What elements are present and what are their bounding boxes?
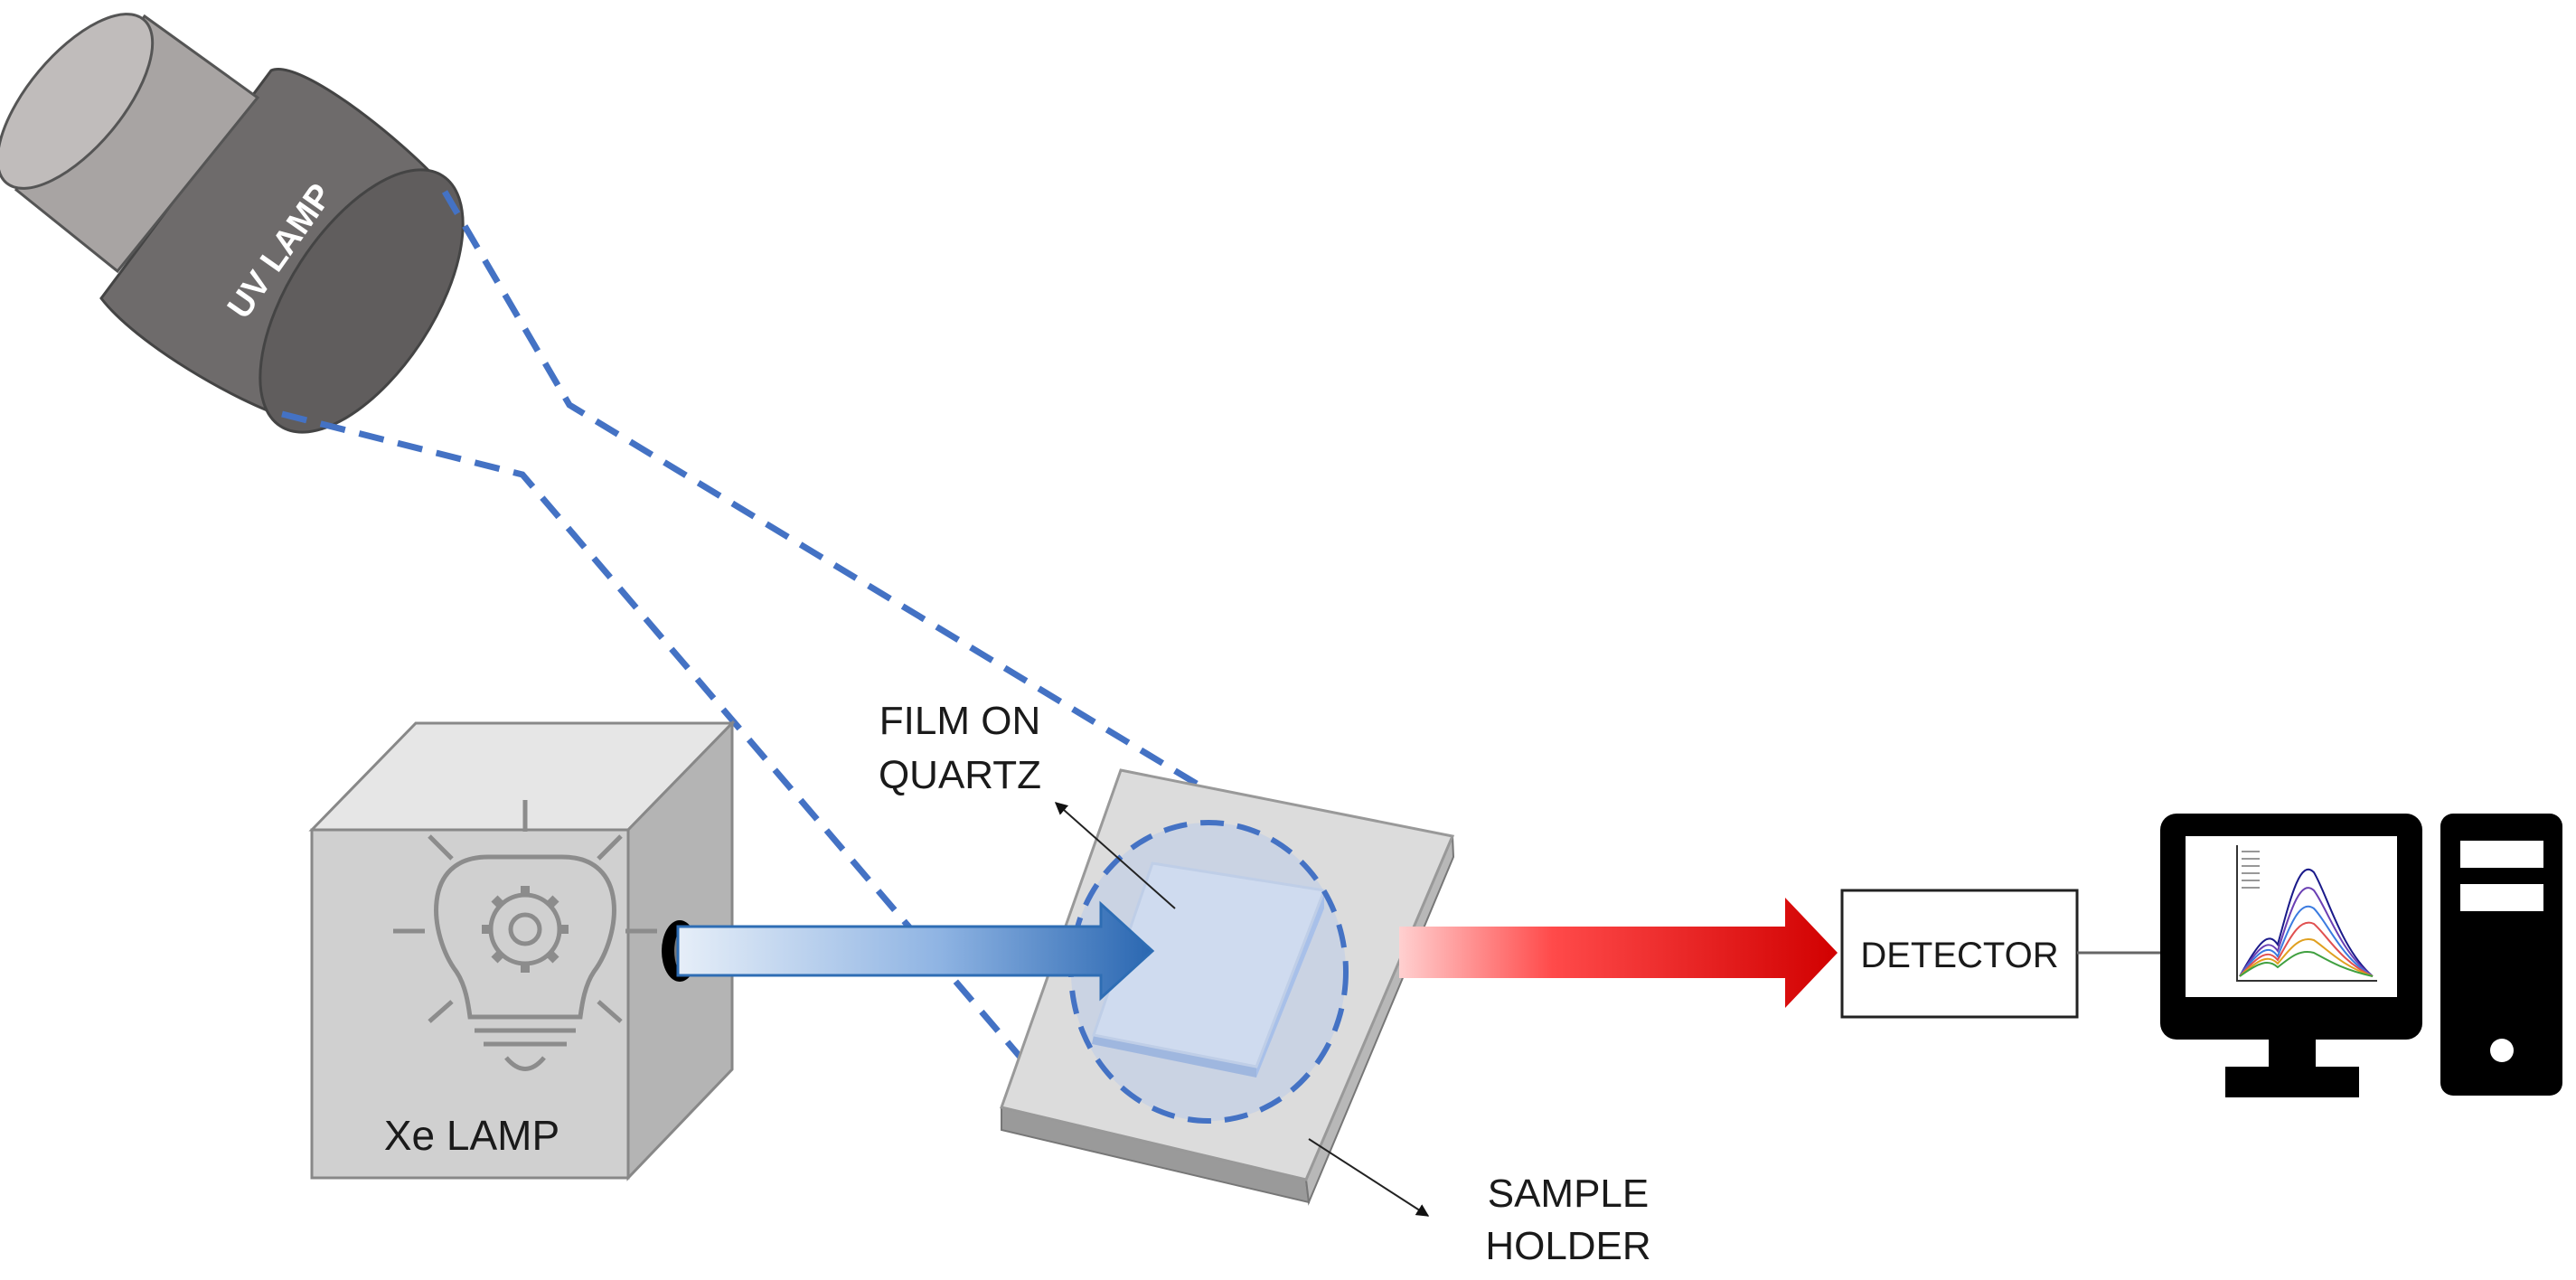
spectrum-plot-icon <box>2236 845 2377 982</box>
film-label-line1: FILM ON <box>879 699 1040 743</box>
xe-lamp-label: Xe LAMP <box>384 1112 559 1159</box>
uv-beam-dashed <box>281 190 1263 1087</box>
uv-lamp: UV LAMP <box>0 13 465 434</box>
film-pointer <box>1054 802 1176 909</box>
detector-label: DETECTOR <box>1860 936 2058 975</box>
emission-arrow <box>1399 898 1838 1008</box>
computer-tower-icon <box>2440 814 2562 1096</box>
film-label: FILM ON QUARTZ <box>879 699 1176 909</box>
holder-label-line1: SAMPLE <box>1488 1172 1650 1216</box>
computer <box>2160 814 2562 1097</box>
film-label-line2: QUARTZ <box>879 753 1041 797</box>
detector: DETECTOR <box>1840 889 2079 1019</box>
excitation-arrow <box>676 900 1155 1002</box>
holder-pointer <box>1308 1138 1430 1217</box>
quartz-film <box>1092 861 1327 1078</box>
holder-label-line2: HOLDER <box>1485 1224 1650 1268</box>
lightbulb-gear-icon <box>393 800 657 1071</box>
xe-lamp: Xe LAMP <box>308 720 736 1181</box>
holder-label: SAMPLE HOLDER <box>1308 1138 1651 1268</box>
uv-lamp-icon <box>0 13 465 434</box>
computer-monitor-icon <box>2160 814 2422 1097</box>
